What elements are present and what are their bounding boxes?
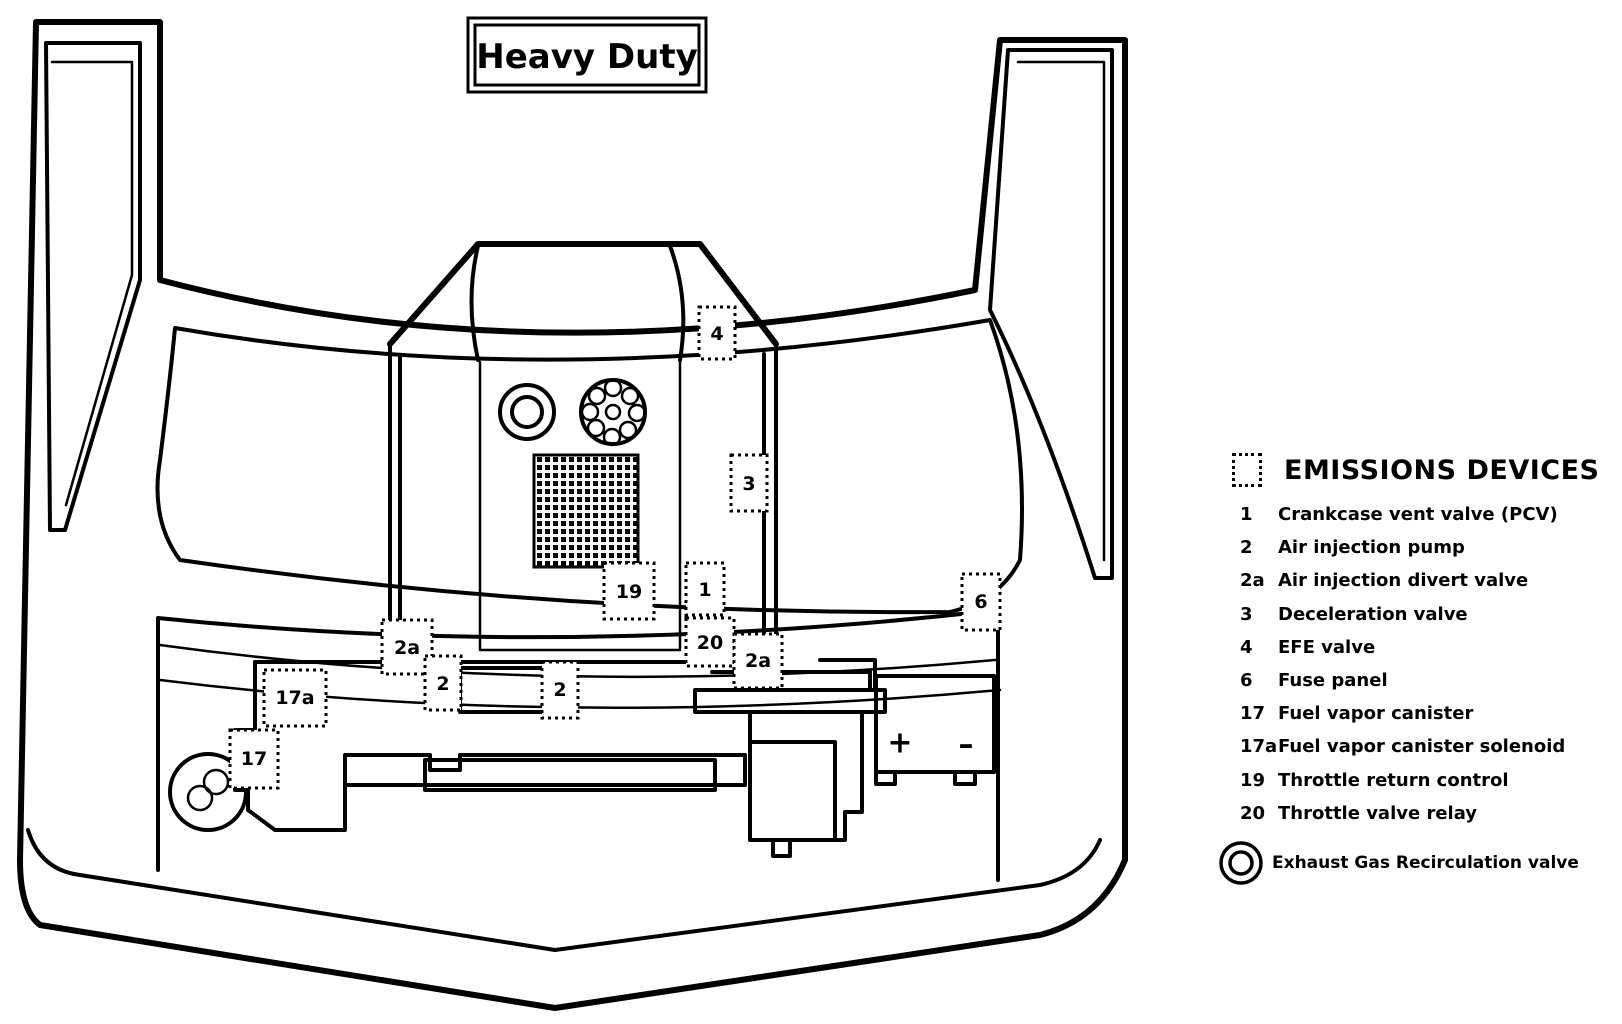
legend-label: Air injection pump	[1278, 537, 1465, 559]
legend-code: 3	[1240, 603, 1253, 625]
engine-center	[478, 360, 682, 652]
distributor-terminal	[620, 386, 640, 406]
solenoid-body	[748, 710, 864, 842]
svg-text:2: 2	[553, 679, 566, 701]
right-fender-inner	[1016, 60, 1106, 562]
svg-text:2: 2	[436, 673, 449, 695]
battery-positive: +	[887, 726, 912, 761]
egr-valve-icon	[1219, 841, 1263, 885]
emission-marker-2a-right: 2a	[732, 632, 784, 690]
legend-label: Fuel vapor canister	[1278, 703, 1474, 725]
canister-port	[186, 784, 214, 812]
distributor-terminal	[627, 403, 647, 423]
legend-header: EMISSIONS DEVICES	[1232, 448, 1622, 492]
distributor-terminal	[587, 386, 607, 406]
svg-text:6: 6	[974, 591, 987, 613]
legend-label: EFE valve	[1278, 636, 1376, 658]
radiator-support	[156, 608, 1000, 882]
legend-code: 4	[1240, 636, 1253, 658]
left-fender-inner	[50, 60, 134, 507]
legend-item: 6 Fuse panel	[1232, 664, 1622, 697]
legend-item: 20 Throttle valve relay	[1232, 797, 1622, 830]
distributor-terminal	[603, 378, 623, 398]
right-fender	[988, 48, 1114, 580]
legend-label: Deceleration valve	[1278, 603, 1468, 625]
battery-negative: –	[959, 728, 974, 763]
emission-marker-2-left: 2	[423, 654, 463, 712]
legend-code: 19	[1240, 769, 1266, 791]
legend-item: 1 Crankcase vent valve (PCV)	[1232, 498, 1622, 531]
emission-marker-17: 17	[228, 728, 280, 790]
svg-text:2a: 2a	[745, 650, 771, 672]
legend-label: Throttle return control	[1278, 769, 1509, 791]
legend-code: 1	[1240, 504, 1253, 526]
legend-label: Fuse panel	[1278, 670, 1388, 692]
cowl-curve	[155, 318, 1024, 615]
diagram-title: Heavy Duty	[476, 37, 697, 77]
egr-valve-inner	[510, 395, 544, 429]
egr-valve-outer	[498, 383, 556, 441]
carburetor-grid	[532, 453, 640, 569]
left-fender	[44, 41, 142, 532]
emission-marker-3: 3	[729, 453, 769, 513]
distributor-terminal	[586, 418, 606, 438]
legend-title: EMISSIONS DEVICES	[1284, 454, 1600, 486]
svg-text:1: 1	[698, 579, 711, 601]
legend-code: 2	[1240, 537, 1253, 559]
lower-crossmember	[423, 758, 717, 792]
title-box-inner	[473, 23, 701, 87]
legend-label: Air injection divert valve	[1278, 570, 1529, 592]
battery	[874, 674, 996, 786]
emission-marker-17a: 17a	[262, 668, 328, 728]
legend-code: 6	[1240, 670, 1253, 692]
emission-marker-4: 4	[697, 305, 737, 361]
emission-marker-6: 6	[960, 572, 1002, 632]
distributor-terminal	[580, 402, 600, 422]
svg-text:17: 17	[241, 748, 267, 770]
legend-code: 2a	[1240, 570, 1265, 592]
title-box-outer	[466, 16, 708, 94]
svg-text:2a: 2a	[394, 637, 420, 659]
emission-marker-20: 20	[684, 616, 736, 668]
emission-marker-2-right: 2	[540, 660, 580, 720]
svg-text:4: 4	[710, 323, 723, 345]
canister-port	[202, 768, 230, 796]
distributor-terminal	[618, 420, 638, 440]
legend-egr-item: Exhaust Gas Recirculation valve	[1218, 840, 1622, 886]
dotted-box-swatch-icon	[1232, 453, 1262, 487]
body-outline	[17, 19, 1128, 1011]
air-cleaner-top	[469, 244, 686, 362]
legend-code: 17a	[1240, 736, 1278, 758]
legend-item: 2a Air injection divert valve	[1232, 564, 1622, 597]
legend-code: 17	[1240, 703, 1266, 725]
emission-marker-19: 19	[602, 561, 656, 621]
solenoid-stub	[771, 838, 792, 858]
distributor-terminal	[604, 403, 622, 421]
legend-label: Fuel vapor canister solenoid	[1278, 736, 1566, 758]
legend-item: 19 Throttle return control	[1232, 764, 1622, 797]
legend-egr-label: Exhaust Gas Recirculation valve	[1272, 852, 1579, 873]
legend-code: 20	[1240, 802, 1266, 824]
svg-text:20: 20	[697, 632, 723, 654]
legend-item: 4 EFE valve	[1232, 631, 1622, 664]
distributor-terminal	[602, 427, 622, 447]
inner-band	[26, 828, 1102, 952]
svg-text:3: 3	[742, 473, 755, 495]
engine-block	[388, 342, 778, 650]
legend-item: 17 Fuel vapor canister	[1232, 697, 1622, 730]
air-cleaner-housing	[387, 241, 779, 347]
legend-label: Throttle valve relay	[1278, 802, 1478, 824]
svg-text:17a: 17a	[275, 687, 314, 709]
emission-marker-1: 1	[684, 561, 726, 617]
legend-item: 3 Deceleration valve	[1232, 598, 1622, 631]
legend: EMISSIONS DEVICES 1 Crankcase vent valve …	[1219, 448, 1622, 886]
svg-text:19: 19	[616, 581, 642, 603]
legend-item: 2 Air injection pump	[1232, 531, 1622, 564]
legend-label: Crankcase vent valve (PCV)	[1278, 504, 1558, 526]
fuel-vapor-canister	[168, 752, 248, 832]
